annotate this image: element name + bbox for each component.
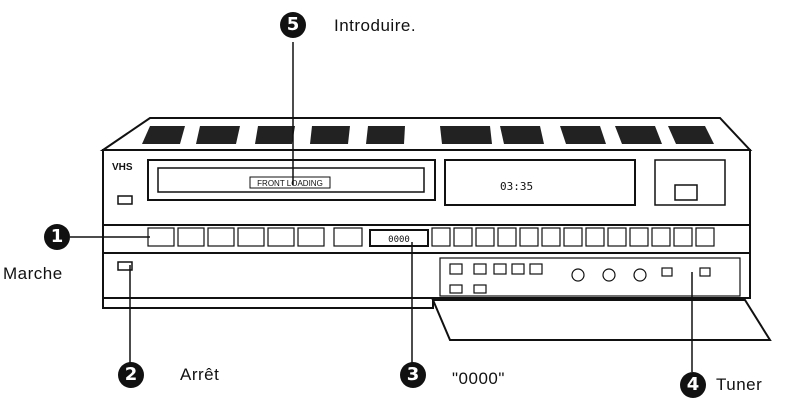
callout-5-label: Introduire. bbox=[334, 16, 417, 35]
slot-label: FRONT LOADING bbox=[257, 179, 323, 188]
callout-1-label: Marche bbox=[3, 264, 63, 283]
display-panel bbox=[444, 159, 726, 206]
front-flap bbox=[431, 299, 772, 341]
callout-3-badge: 3 bbox=[400, 362, 426, 388]
callout-2-badge: 2 bbox=[118, 362, 144, 388]
callout-1-badge: 1 bbox=[44, 224, 70, 250]
eject-button bbox=[117, 261, 133, 271]
callout-3-label: "0000" bbox=[452, 369, 505, 388]
lower-control-panel bbox=[439, 257, 741, 297]
callout-4-badge: 4 bbox=[680, 372, 706, 398]
brand-logo: VHS bbox=[112, 162, 133, 173]
leader-lines bbox=[70, 42, 693, 372]
button-row bbox=[147, 227, 715, 247]
cassette-slot bbox=[147, 159, 436, 201]
counter-digits: 0000 bbox=[388, 235, 410, 245]
callout-4-label: Tuner bbox=[716, 375, 763, 394]
tape-counter bbox=[369, 229, 429, 247]
callout-5-badge: 5 bbox=[280, 12, 306, 38]
top-vent-slots bbox=[142, 126, 714, 144]
power-indicator bbox=[117, 195, 133, 205]
callout-2-label: Arrêt bbox=[180, 365, 220, 384]
display-clock: 03:35 bbox=[500, 180, 533, 193]
